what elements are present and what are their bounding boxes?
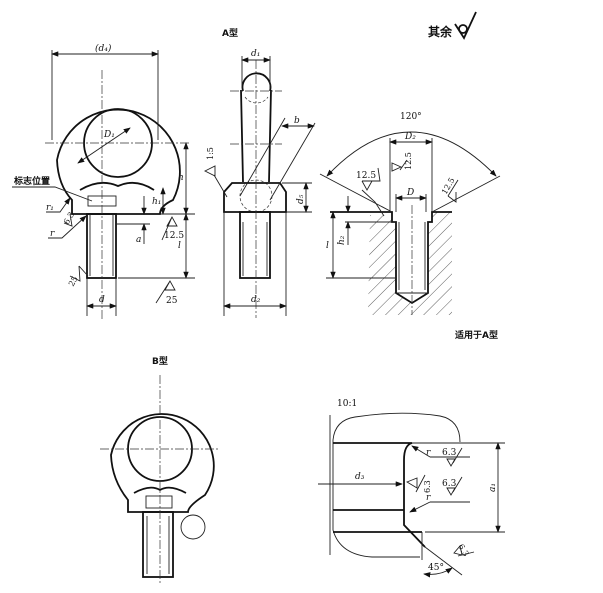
- front-view-a: (d₄) D₁ h l h₁ a 标志位置 r₁ r 6.3 25 12.5 2…: [12, 43, 195, 320]
- title-type-a: A型: [222, 27, 238, 39]
- roughness-6-3-a: 6.3: [442, 448, 457, 458]
- dim-a: a: [136, 235, 141, 245]
- title-type-b: B型: [152, 355, 168, 367]
- dim-h: h: [178, 173, 184, 183]
- dim-h2: h₂: [337, 235, 347, 245]
- dim-D1: D₁: [103, 130, 115, 140]
- roughness-6-3: 6.3: [62, 210, 76, 226]
- radius-r: r: [50, 229, 55, 239]
- radius-r-top: r: [426, 448, 431, 458]
- front-view-b: B型: [100, 355, 220, 585]
- side-view-a: d₁ b 1:5 d₅ d₂: [203, 49, 316, 318]
- taper-1-5: 1:5: [206, 147, 215, 160]
- detail-scale-label: 10:1: [337, 399, 357, 409]
- dim-d2: d₂: [251, 295, 261, 305]
- detail-angle-45: 45°: [428, 563, 444, 573]
- dim-d: d: [99, 295, 105, 305]
- dim-d5: d₅: [296, 194, 306, 204]
- dim-a1: a₁: [488, 483, 498, 492]
- roughness-symbol-icon: [454, 11, 477, 40]
- radius-r-bottom: r: [426, 493, 431, 503]
- roughness-6-3-c: 6.3: [423, 480, 432, 493]
- section-view: 120° D₂ D 12.5 12.5 12.5 l h₂ 适用于A型: [319, 112, 501, 341]
- general-roughness-label: 其余: [428, 24, 453, 39]
- roughness-12-5-b: 12.5: [356, 171, 376, 181]
- section-angle-120: 120°: [400, 112, 422, 122]
- detail-view: 10:1 a₁ d₃ 6.3 6.3 r 6.3 r 6.3 45°: [318, 399, 505, 578]
- mark-position-label: 标志位置: [13, 175, 50, 187]
- dim-D2: D₂: [404, 132, 416, 142]
- roughness-25-thread: 25: [67, 275, 80, 288]
- dim-b: b: [294, 116, 300, 126]
- dim-D: D: [406, 188, 414, 198]
- roughness-12-5-a: 12.5: [404, 152, 413, 170]
- radius-r1: r₁: [46, 203, 54, 213]
- dim-l: l: [178, 241, 181, 251]
- dim-section-l: l: [326, 241, 329, 251]
- roughness-25: 25: [166, 296, 178, 306]
- applies-to-a-label: 适用于A型: [455, 329, 498, 341]
- general-roughness: 其余: [428, 11, 477, 40]
- dim-h1: h₁: [152, 197, 161, 207]
- dim-d4: (d₄): [95, 43, 112, 54]
- roughness-6-3-b: 6.3: [442, 479, 457, 489]
- dim-d3: d₃: [355, 472, 365, 482]
- roughness-12-5: 12.5: [164, 231, 184, 241]
- dim-d1: d₁: [251, 49, 260, 59]
